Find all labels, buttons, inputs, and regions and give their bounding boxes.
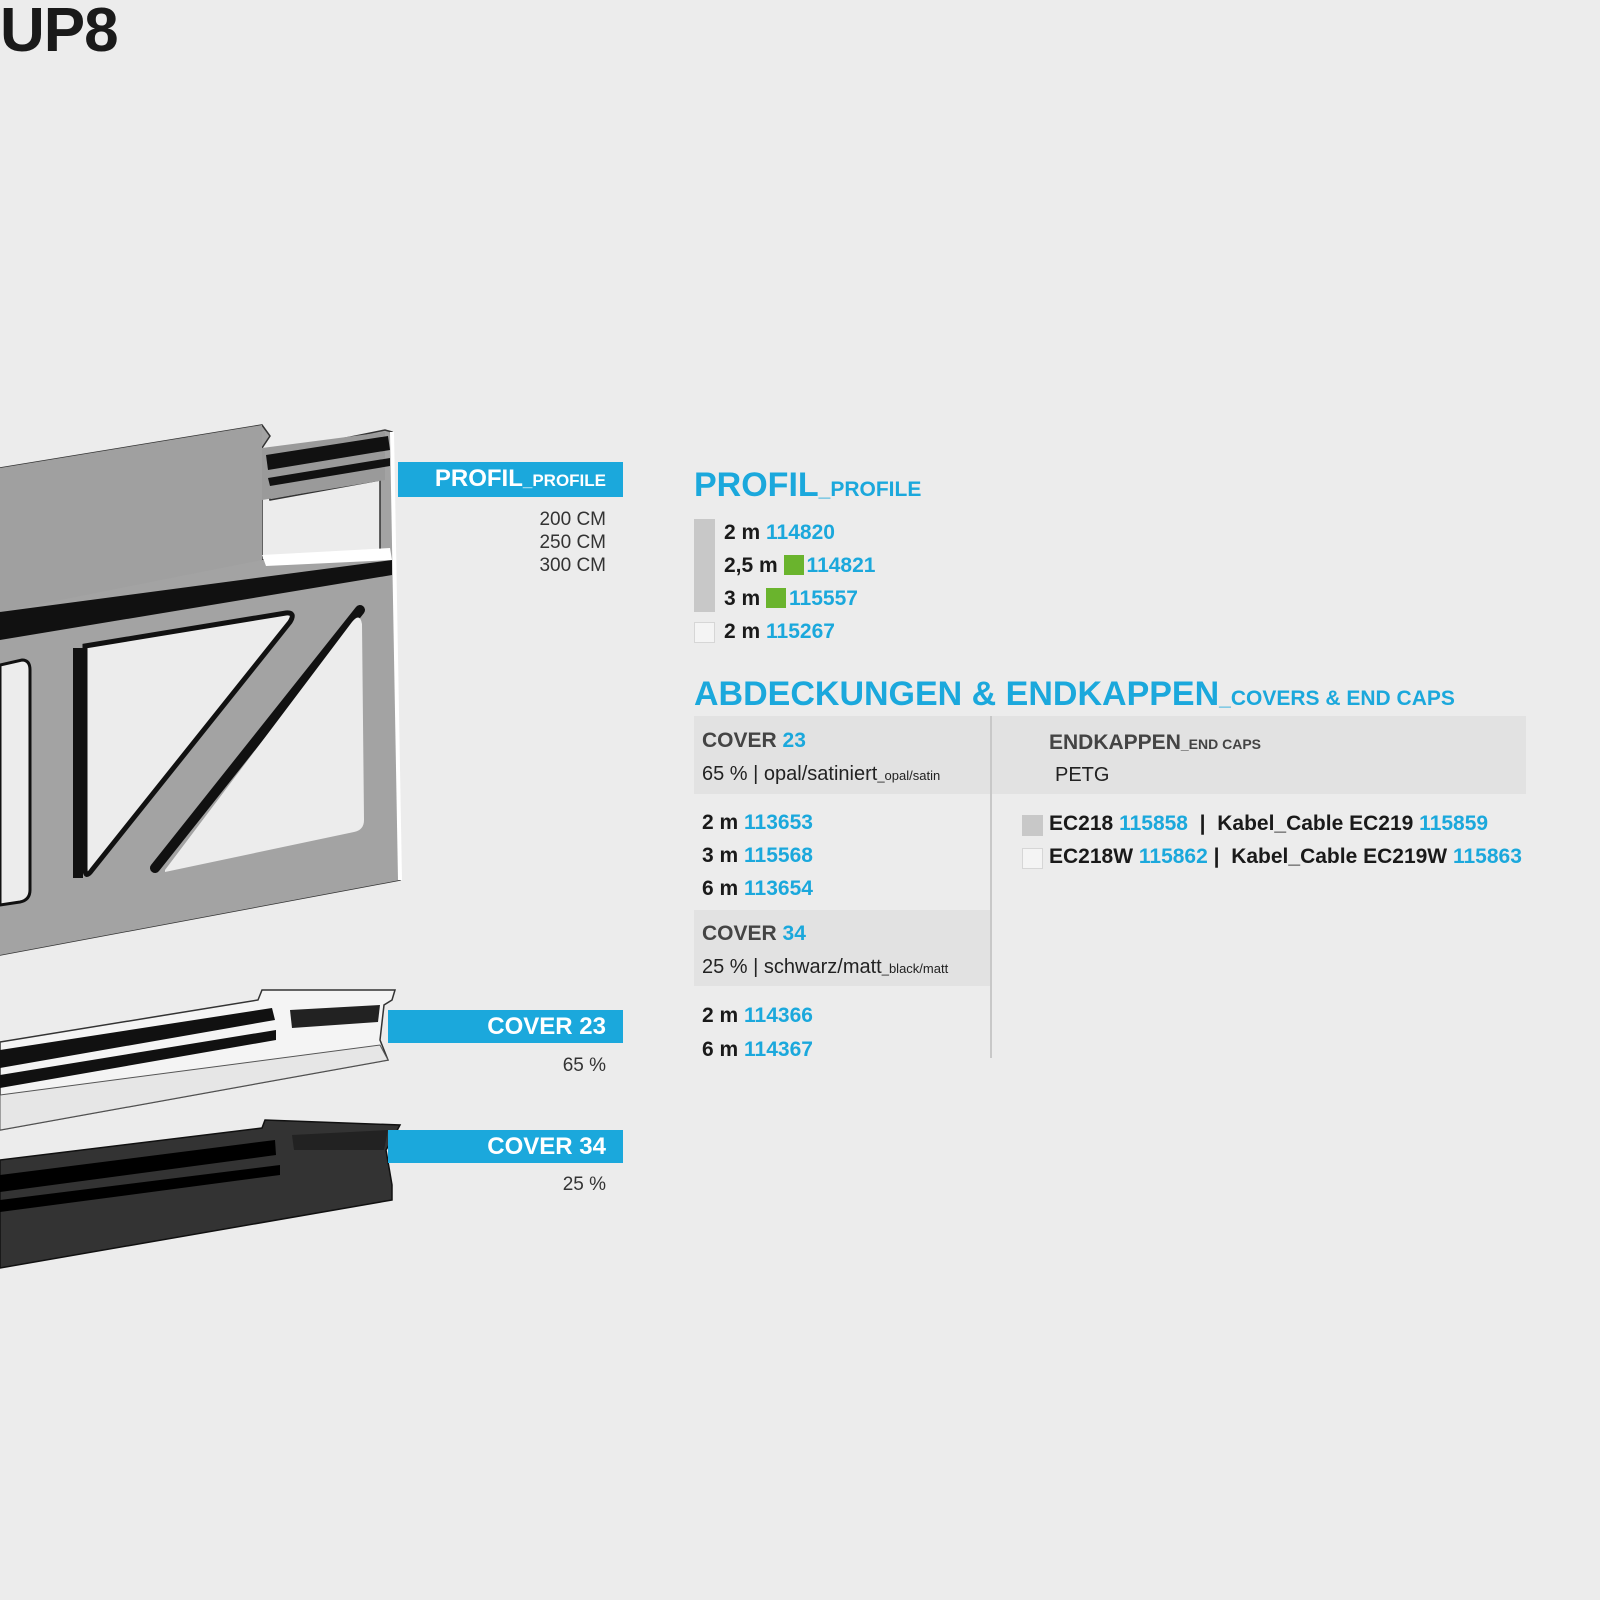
cover23-row: 3 m 115568 <box>702 844 813 867</box>
endcap-row: EC218W 115862 | Kabel_Cable EC219W 11586… <box>1049 845 1522 868</box>
endcap-row: EC218 115858 | Kabel_Cable EC219 115859 <box>1049 812 1489 835</box>
column-divider <box>990 716 992 1058</box>
white-swatch <box>1022 848 1043 869</box>
cover34-percent: 25 % <box>562 1174 606 1195</box>
profile-shape <box>0 424 402 956</box>
cover34-header-panel <box>694 910 990 986</box>
cover23-shape <box>0 989 397 1131</box>
endcaps-material: PETG <box>1055 764 1110 786</box>
profil-row: 2 m 114820 <box>724 521 835 544</box>
profil-row: 2,5 m 114821 <box>724 554 876 577</box>
cover23-tag: COVER 23 <box>388 1010 623 1043</box>
silver-swatch <box>694 519 715 612</box>
product-title: UP8 <box>0 0 119 65</box>
cover34-title: COVER 34 <box>702 922 806 945</box>
profile-drawing <box>0 424 402 1269</box>
green-badge-icon <box>766 588 787 608</box>
cover23-row: 6 m 113654 <box>702 877 813 900</box>
cover23-percent: 65 % <box>562 1055 606 1076</box>
cover34-tag: COVER 34 <box>388 1130 623 1163</box>
profile-lengths: 200 CM 250 CM 300 CM <box>539 509 606 576</box>
endcaps-header-panel <box>990 716 1526 794</box>
cover23-row: 2 m 113653 <box>702 811 813 834</box>
profil-row: 3 m 115557 <box>724 587 858 610</box>
cover23-title: COVER 23 <box>702 729 806 752</box>
profile-tag: PROFIL_PROFILE <box>398 462 623 497</box>
cover34-row: 2 m 114366 <box>702 1004 813 1027</box>
covers-heading: ABDECKUNGEN & ENDKAPPEN_COVERS & END CAP… <box>694 675 1455 713</box>
cover34-shape <box>0 1119 402 1269</box>
cover34-row: 6 m 114367 <box>702 1038 813 1061</box>
green-badge-icon <box>783 555 804 575</box>
silver-swatch <box>1022 815 1043 836</box>
cover34-desc: 25 % | schwarz/matt_black/matt <box>702 956 949 978</box>
profil-row: 2 m 115267 <box>724 620 835 643</box>
cover23-header-panel <box>694 716 990 794</box>
cover23-desc: 65 % | opal/satiniert_opal/satin <box>702 763 941 785</box>
white-swatch <box>694 622 715 643</box>
endcaps-title: ENDKAPPEN_END CAPS <box>1049 731 1261 754</box>
profil-heading: PROFIL_PROFILE <box>694 466 922 504</box>
